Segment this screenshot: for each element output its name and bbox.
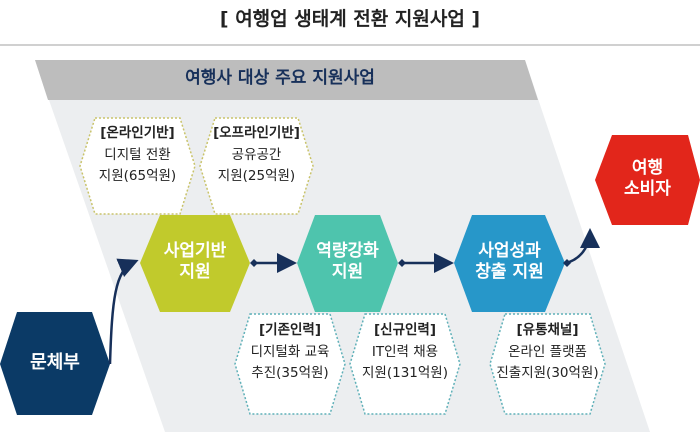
program-hex-offline	[199, 117, 314, 215]
program-hex-online	[79, 117, 196, 215]
panel-header-band	[35, 60, 538, 100]
origin-hex	[0, 312, 110, 415]
connector-diamond	[398, 259, 406, 267]
program-hex-channel	[489, 313, 606, 415]
origin-label: 문체부	[30, 352, 80, 373]
arrow-origin-to-stage1	[108, 258, 139, 365]
page-title: [ 여행업 생태계 전환 지원사업 ]	[219, 8, 481, 30]
stage-hex-1	[140, 215, 250, 312]
stage-hex-3	[454, 215, 565, 312]
arrow-stage3-to-target	[565, 228, 600, 265]
connector-diamond	[563, 259, 571, 267]
stage-hex-2	[297, 215, 398, 312]
connector-diamond	[250, 259, 258, 267]
panel-title: 여행사 대상 주요 지원사업	[185, 68, 375, 88]
program-hex-new	[349, 313, 461, 415]
target-hex	[595, 135, 700, 225]
program-hex-existing	[234, 313, 346, 415]
